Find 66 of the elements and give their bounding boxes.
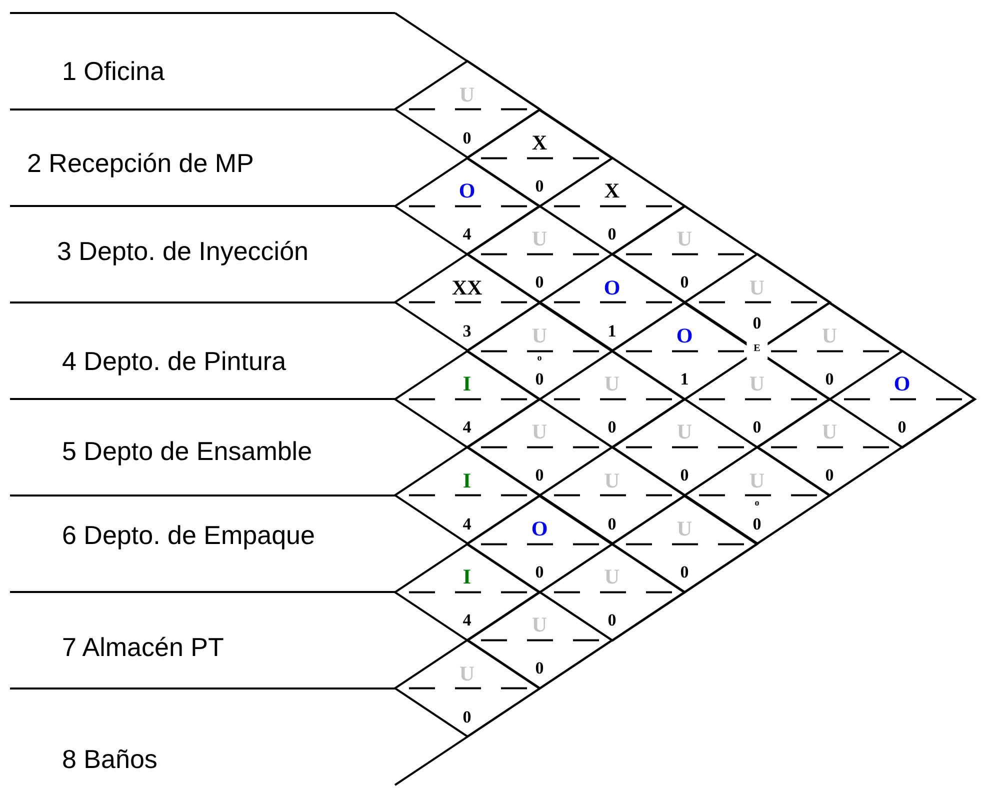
department-label: 6 Depto. de Empaque	[62, 520, 315, 550]
department-label: 5 Depto de Ensamble	[62, 436, 312, 466]
reason-code: 1	[608, 322, 616, 339]
reason-code: 0	[608, 226, 616, 242]
closeness-rating: U	[676, 422, 692, 443]
department-label: 2 Recepción de MP	[27, 148, 254, 178]
closeness-rating: I	[462, 566, 472, 588]
reason-code: 0	[752, 314, 762, 331]
closeness-rating: U	[822, 422, 838, 443]
reason-code: 3	[462, 322, 472, 339]
reason-code: 1	[680, 370, 689, 388]
closeness-rating: U	[532, 422, 548, 443]
closeness-rating: U	[532, 325, 548, 346]
reason-code: 0	[608, 515, 616, 532]
closeness-rating: U	[749, 374, 765, 394]
closeness-rating: I	[462, 374, 472, 394]
reason-code: 0	[608, 612, 616, 628]
closeness-rating: O	[676, 325, 693, 346]
closeness-rating: U	[532, 228, 548, 250]
closeness-rating: I	[462, 470, 472, 491]
closeness-rating: U	[749, 277, 765, 298]
closeness-rating: X	[532, 132, 548, 154]
closeness-rating: U	[822, 325, 838, 346]
closeness-rating: U	[604, 566, 620, 588]
closeness-rating: U	[459, 84, 475, 105]
reason-code: 0	[680, 563, 689, 580]
closeness-rating: U	[604, 470, 620, 491]
reason-code: 0	[462, 129, 472, 146]
closeness-rating: O	[604, 277, 620, 298]
reason-code: 4	[462, 418, 472, 436]
reason-code: 4	[462, 226, 472, 242]
reason-code: 0	[535, 177, 544, 194]
reason-code: 0	[608, 418, 616, 436]
closeness-rating: U	[676, 518, 692, 540]
small-mark: o	[754, 498, 760, 507]
reason-code: 0	[680, 466, 689, 484]
closeness-rating: U	[604, 374, 620, 394]
reason-code: 0	[535, 563, 544, 580]
department-label: 3 Depto. de Inyección	[57, 236, 308, 266]
department-label: 7 Almacén PT	[62, 632, 224, 662]
closeness-rating: U	[459, 663, 475, 684]
reason-code: 0	[825, 466, 834, 484]
reason-code: 0	[752, 418, 762, 436]
department-label: 8 Baños	[62, 744, 158, 774]
reason-code: 0	[535, 466, 544, 484]
reason-code: 0	[898, 418, 906, 436]
reason-code: 0	[535, 660, 544, 677]
reason-code: 0	[680, 274, 689, 291]
reason-code: 0	[825, 370, 834, 388]
department-label: 1 Oficina	[62, 56, 165, 86]
reason-code: 4	[462, 612, 472, 628]
reason-code: 0	[462, 708, 472, 725]
reason-code: 4	[462, 515, 472, 532]
reason-code: 0	[535, 274, 544, 291]
reason-code: 0	[752, 515, 762, 532]
closeness-rating: X	[604, 180, 620, 202]
department-label: 4 Depto. de Pintura	[62, 346, 286, 376]
closeness-rating: U	[676, 228, 692, 250]
closeness-rating: O	[458, 180, 476, 202]
closeness-rating: O	[894, 374, 910, 394]
small-mark: o	[537, 353, 542, 362]
reason-code: 0	[535, 370, 544, 388]
closeness-rating: U	[532, 614, 548, 636]
closeness-rating: XX	[452, 277, 482, 298]
closeness-rating: O	[531, 518, 548, 540]
closeness-rating: U	[749, 470, 765, 491]
